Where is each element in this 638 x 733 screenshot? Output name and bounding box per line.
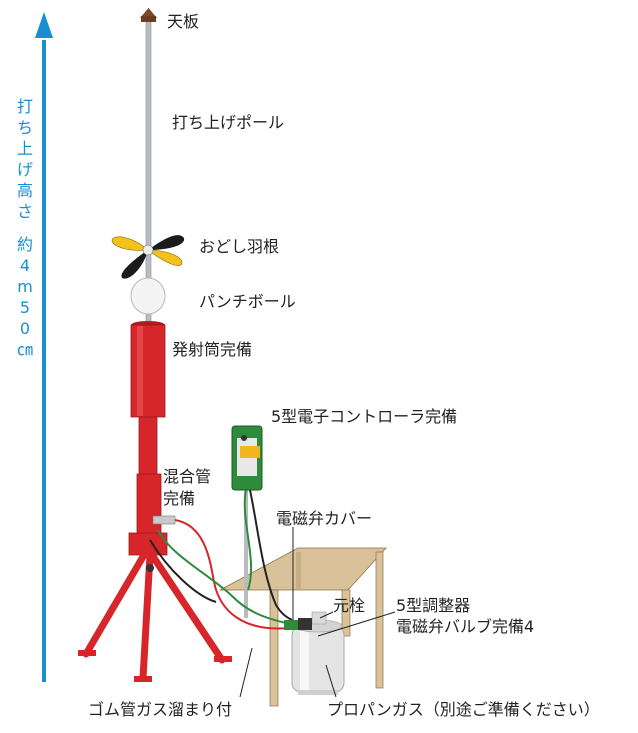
leader-lines [239,527,396,698]
valve-cover-label: 電磁弁カバー [276,509,373,528]
top-plate [140,8,157,18]
main-valve-label: 元栓 [333,596,366,615]
mixing-tube-label-1: 混合管 [163,467,212,486]
launch-tube-label: 発射筒完備 [172,340,253,359]
hose-label: ゴム管ガス溜まり付 [88,700,233,719]
pole [140,8,157,326]
mixing-nozzle [152,515,176,525]
height-arrow [35,12,53,682]
tripod [78,551,232,682]
ball-label: パンチボール [199,292,296,311]
controller-label: 5型電子コントローラ完備 [271,407,458,426]
pole-label: 打ち上げポール [172,113,285,132]
mixing-tube-label-2: 完備 [163,489,196,508]
top-plate-label: 天板 [167,12,200,31]
punch-ball [130,277,166,315]
propane-cylinder [284,611,345,695]
hoses [149,489,293,630]
launch-tube [128,321,168,556]
height-label: 打 ち 上 げ 高 さ 約 4 m 5 0 ㎝ [16,97,33,359]
feather [111,235,185,279]
regulator-label-2: 電磁弁バルブ完備4 [396,617,535,636]
regulator-label-1: 5型調整器 [396,596,471,615]
table [219,547,387,707]
feather-label: おどし羽根 [199,237,280,256]
controller [231,425,263,618]
propane-label: プロパンガス（別途ご準備ください） [327,700,600,719]
